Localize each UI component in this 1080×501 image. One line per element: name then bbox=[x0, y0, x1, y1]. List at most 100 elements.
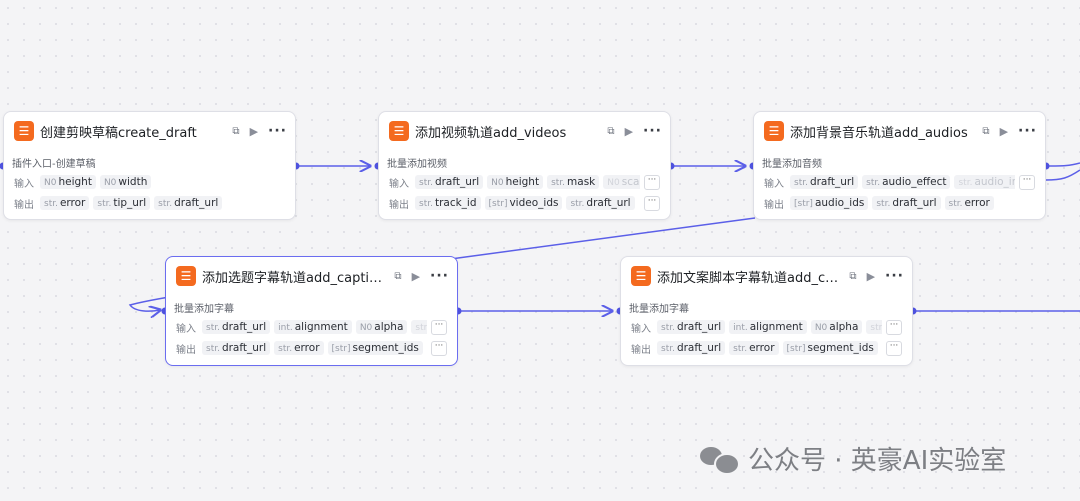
expand-inputs-button[interactable]: ··· bbox=[1019, 175, 1035, 190]
output-label: 输出 bbox=[14, 199, 34, 211]
more-options-button[interactable]: ··· bbox=[268, 123, 287, 139]
outputs-row: 输出 str.draft_url str.error [str]segment_… bbox=[174, 339, 427, 357]
node-title: 添加选题字幕轨道add_capti… bbox=[202, 270, 383, 286]
node-title: 创建剪映草稿create_draft bbox=[40, 125, 197, 141]
param-tag: str. bbox=[866, 320, 882, 334]
copy-icon[interactable]: ⧉ bbox=[607, 125, 615, 137]
param-tag: str.audio_inf bbox=[954, 175, 1015, 189]
param-tag: str.error bbox=[729, 341, 779, 355]
input-label: 输入 bbox=[176, 323, 196, 335]
more-options-button[interactable]: ··· bbox=[430, 268, 449, 284]
param-tag: str.draft_url bbox=[202, 341, 271, 355]
param-tag: str.audio_effect bbox=[862, 175, 951, 189]
node-add-videos[interactable]: ☰ 添加视频轨道add_videos ⧉ ▶ ··· 批量添加视频 输入 str… bbox=[378, 111, 671, 220]
param-tag: str.error bbox=[944, 196, 994, 210]
output-label: 输出 bbox=[764, 199, 784, 211]
plugin-logo-icon: ☰ bbox=[389, 121, 409, 141]
input-label: 输入 bbox=[631, 323, 651, 335]
node-title: 添加文案脚本字幕轨道add_c… bbox=[657, 270, 839, 286]
more-options-button[interactable]: ··· bbox=[643, 123, 662, 139]
output-label: 输出 bbox=[631, 344, 651, 356]
plugin-logo-icon: ☰ bbox=[176, 266, 196, 286]
node-description: 批量添加音频 bbox=[762, 159, 822, 170]
param-tag: str.draft_url bbox=[415, 175, 484, 189]
edge-audios-to-captions bbox=[457, 217, 756, 259]
param-tag: str.draft_url bbox=[566, 196, 635, 210]
watermark: 公众号 · 英豪AI实验室 bbox=[700, 440, 1006, 476]
more-options-button[interactable]: ··· bbox=[1018, 123, 1037, 139]
outputs-row: 输出 str.draft_url str.error [str]segment_… bbox=[629, 339, 882, 357]
inputs-row: 输入 str.draft_url str.audio_effect str.au… bbox=[762, 173, 1015, 191]
expand-inputs-button[interactable]: ··· bbox=[644, 175, 660, 190]
node-description: 批量添加字幕 bbox=[629, 304, 689, 315]
param-tag: str.draft_url bbox=[202, 320, 271, 334]
param-tag: str.draft_url bbox=[872, 196, 941, 210]
node-create-draft[interactable]: ☰ 创建剪映草稿create_draft ⧉ ▶ ··· 插件入口-创建草稿 输… bbox=[3, 111, 296, 220]
run-button[interactable]: ▶ bbox=[624, 124, 634, 138]
param-tag: [str]segment_ids bbox=[782, 341, 878, 355]
outputs-row: 输出 str.track_id [str]video_ids str.draft… bbox=[387, 194, 640, 212]
input-label: 输入 bbox=[764, 178, 784, 190]
copy-icon[interactable]: ⧉ bbox=[982, 125, 990, 137]
param-tag: [str]audio_ids bbox=[790, 196, 869, 210]
expand-inputs-button[interactable]: ··· bbox=[886, 320, 902, 335]
param-tag: str.track_id bbox=[415, 196, 481, 210]
edge-right-loop-in bbox=[1045, 169, 1080, 181]
expand-outputs-button[interactable]: ··· bbox=[431, 341, 447, 356]
param-tag: str.draft_url bbox=[790, 175, 859, 189]
copy-icon[interactable]: ⧉ bbox=[394, 270, 402, 282]
input-label: 输入 bbox=[14, 178, 34, 190]
output-label: 输出 bbox=[176, 344, 196, 356]
copy-icon[interactable]: ⧉ bbox=[232, 125, 240, 137]
plugin-logo-icon: ☰ bbox=[631, 266, 651, 286]
input-label: 输入 bbox=[389, 178, 409, 190]
plugin-logo-icon: ☰ bbox=[764, 121, 784, 141]
param-tag: str.tip_url bbox=[93, 196, 151, 210]
run-button[interactable]: ▶ bbox=[249, 124, 259, 138]
edge-audios-out bbox=[1045, 162, 1080, 167]
param-tag: [str]segment_ids bbox=[327, 341, 423, 355]
run-button[interactable]: ▶ bbox=[999, 124, 1009, 138]
node-add-audios[interactable]: ☰ 添加背景音乐轨道add_audios ⧉ ▶ ··· 批量添加音频 输入 s… bbox=[753, 111, 1046, 220]
expand-outputs-button[interactable]: ··· bbox=[644, 196, 660, 211]
node-title: 添加背景音乐轨道add_audios bbox=[790, 125, 968, 141]
node-add-captions-script[interactable]: ☰ 添加文案脚本字幕轨道add_c… ⧉ ▶ ··· 批量添加字幕 输入 str… bbox=[620, 256, 913, 366]
expand-outputs-button[interactable]: ··· bbox=[886, 341, 902, 356]
node-add-captions-topic[interactable]: ☰ 添加选题字幕轨道add_capti… ⧉ ▶ ··· 批量添加字幕 输入 s… bbox=[165, 256, 458, 366]
more-options-button[interactable]: ··· bbox=[885, 268, 904, 284]
param-tag: str.draft_url bbox=[657, 341, 726, 355]
outputs-row: 输出 [str]audio_ids str.draft_url str.erro… bbox=[762, 194, 1037, 212]
param-tag: int.alignment bbox=[274, 320, 352, 334]
node-title: 添加视频轨道add_videos bbox=[415, 125, 567, 141]
expand-inputs-button[interactable]: ··· bbox=[431, 320, 447, 335]
param-tag: int.alignment bbox=[729, 320, 807, 334]
node-description: 插件入口-创建草稿 bbox=[12, 159, 96, 170]
param-tag: str.draft_url bbox=[657, 320, 726, 334]
node-description: 批量添加视频 bbox=[387, 159, 447, 170]
param-tag: str.draft_url bbox=[154, 196, 223, 210]
param-tag: str.mask bbox=[547, 175, 600, 189]
copy-icon[interactable]: ⧉ bbox=[849, 270, 857, 282]
param-tag: str.error bbox=[274, 341, 324, 355]
param-tag: [str]video_ids bbox=[484, 196, 563, 210]
param-tag: str. bbox=[411, 320, 427, 334]
outputs-row: 输出 str.error str.tip_url str.draft_url bbox=[12, 194, 287, 212]
plugin-logo-icon: ☰ bbox=[14, 121, 34, 141]
output-label: 输出 bbox=[389, 199, 409, 211]
param-tag: str.error bbox=[40, 196, 90, 210]
run-button[interactable]: ▶ bbox=[411, 269, 421, 283]
watermark-text: 公众号 · 英豪AI实验室 bbox=[748, 445, 1007, 476]
run-button[interactable]: ▶ bbox=[866, 269, 876, 283]
wechat-icon bbox=[700, 443, 740, 475]
node-description: 批量添加字幕 bbox=[174, 304, 234, 315]
